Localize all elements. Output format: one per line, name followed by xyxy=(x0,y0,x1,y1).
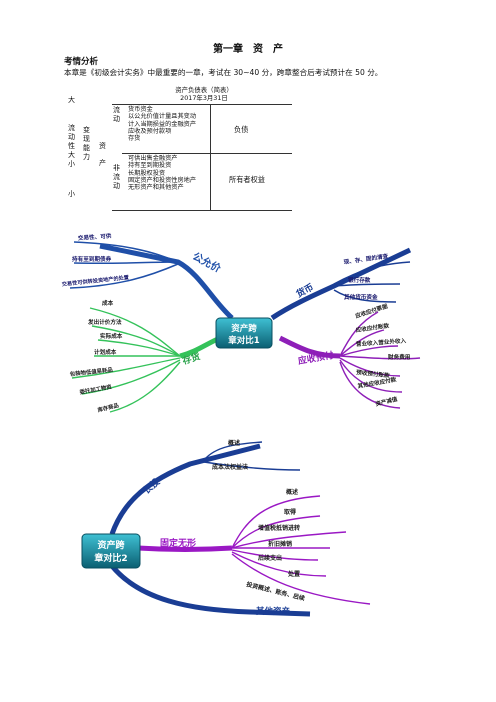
liability-divider xyxy=(210,153,292,154)
inventory-item-7: 库存商品 xyxy=(97,401,120,414)
fixed-line-7 xyxy=(231,553,371,605)
fixed-item-1: 概述 xyxy=(286,488,298,496)
inventory-line-2 xyxy=(91,325,181,357)
receivables-line-2 xyxy=(339,329,385,357)
fixed-item-7: 投资概述、账务、后续 xyxy=(246,580,306,602)
noncurrent-label: 非 流 动 xyxy=(113,164,120,190)
inventory-item-6: 委托加工物资 xyxy=(79,382,113,396)
fixed-label: 固定无形 xyxy=(160,537,196,549)
monetary-line-2 xyxy=(333,283,401,287)
monetary-branch xyxy=(270,247,412,321)
current-label: 流 动 xyxy=(113,106,120,123)
receivable-item-4: 财务费用 xyxy=(388,353,411,361)
table-top-line xyxy=(112,104,292,105)
chapter-title: 第一章 资 产 xyxy=(213,44,283,55)
mindmap-1: 公允价 交易性、可供 持有至到期债券 交易性可供转投资地产的处置 货币 现、存、… xyxy=(61,232,421,414)
center-node-1 xyxy=(215,317,273,349)
center-1-line2: 章对比1 xyxy=(228,335,260,346)
balance-sheet-title-line1: 资产负债表（简表） xyxy=(175,86,233,94)
fair-value-branch xyxy=(99,243,234,320)
fair-value-line-3 xyxy=(69,263,179,289)
inventory-item-3: 实际成本 xyxy=(100,332,123,340)
center-node-2 xyxy=(81,533,141,569)
fixed-line-6 xyxy=(231,551,327,577)
section-title: 考情分析 xyxy=(64,57,99,67)
fair-value-item-1: 交易性、可供 xyxy=(78,232,112,242)
fixed-item-3: 增值税抵销进转 xyxy=(258,524,300,532)
fixed-branch xyxy=(137,545,233,552)
center-1-line1: 资产跨 xyxy=(231,323,257,334)
noncurrent-assets-list: 可供出售金融资产 持有至到期投资 长期股权投资 固定资产和投资性房地产 无形资产… xyxy=(128,155,197,192)
fair-value-item-2: 持有至到期债券 xyxy=(72,255,112,263)
intro-text: 本章是《初级会计实务》中最重要的一章，考试在 30~40 分，跨章整合后考试预计… xyxy=(64,68,383,77)
receivables-line-1 xyxy=(339,311,379,357)
table-bottom-line xyxy=(112,210,292,211)
receivables-line-6 xyxy=(339,359,403,393)
inventory-branch xyxy=(179,335,222,359)
fixed-item-4: 折旧摊销 xyxy=(268,540,292,548)
liabilities-label: 负债 xyxy=(234,125,249,134)
fixed-item-2: 取得 xyxy=(284,508,296,516)
long-term-item-1: 概述 xyxy=(228,439,240,447)
monetary-line-3 xyxy=(333,289,397,303)
receivables-line-4 xyxy=(339,355,421,360)
other-branch xyxy=(110,564,311,617)
mindmap-2: 长投 概述 成本法权益法 固定无形 概述 取得 增值税抵销进转 折旧摊销 后续支… xyxy=(81,439,371,617)
inventory-line-6 xyxy=(81,359,181,395)
balance-sheet-date: 2017年3月31日 xyxy=(180,94,228,102)
fixed-line-1 xyxy=(231,495,321,549)
receivables-line-5 xyxy=(339,357,401,377)
receivable-item-3: 营业收入营业外收入 xyxy=(356,336,407,348)
inventory-line-3 xyxy=(97,339,181,357)
receivable-item-2: 应收应付账款 xyxy=(355,321,390,334)
receivables-line-7 xyxy=(339,361,401,409)
other-label: 其他资产 xyxy=(256,606,291,617)
table-mid-line xyxy=(210,104,211,210)
receivable-item-1: 应收应付票据 xyxy=(354,302,389,320)
fair-value-line-1 xyxy=(73,241,179,263)
inventory-line-7 xyxy=(109,361,181,413)
receivables-line-3 xyxy=(339,345,399,357)
center-2-line2: 章对比2 xyxy=(94,552,127,564)
fixed-line-2 xyxy=(231,515,321,549)
fair-value-line-2 xyxy=(73,261,179,265)
asset-label: 资 产 xyxy=(99,142,106,167)
inventory-item-5: 包装物低值易耗品 xyxy=(69,365,113,378)
monetary-item-3: 其他货币资金 xyxy=(344,293,378,301)
inventory-item-1: 成本 xyxy=(102,299,114,307)
monetary-item-2: 银行存款 xyxy=(348,276,371,284)
fixed-line-3 xyxy=(231,531,347,549)
fair-value-label: 公允价 xyxy=(191,249,224,275)
long-term-line-1 xyxy=(203,441,263,461)
balance-sheet-title: 资产负债表（简表） 2017年3月31日 xyxy=(174,86,234,102)
inventory-item-4: 计划成本 xyxy=(94,348,117,356)
inventory-item-2: 发出计价方法 xyxy=(87,318,122,326)
monetary-line-1 xyxy=(333,261,411,285)
center-2-line1: 资产跨 xyxy=(97,539,125,551)
inventory-line-5 xyxy=(71,357,181,379)
big-label: 大 xyxy=(68,96,75,104)
current-assets-list: 货币资金 以公允价值计量且其变动 计入当期损益的金融资产 应收及预付款项 存货 xyxy=(128,106,197,143)
equity-label: 所有者权益 xyxy=(229,175,265,184)
fixed-line-5 xyxy=(231,549,319,561)
long-term-item-2: 成本法权益法 xyxy=(212,463,248,471)
order-label: 变 现 能 力 xyxy=(83,126,90,161)
fixed-item-6: 处置 xyxy=(287,570,300,578)
long-term-line-2 xyxy=(203,461,301,471)
receivable-item-5: 预收预付账款 xyxy=(356,368,391,380)
fixed-item-5: 后续支出 xyxy=(258,554,282,562)
inventory-line-1 xyxy=(89,307,181,357)
liquidity-label: 流 动 性 大 小 xyxy=(68,124,75,168)
long-term-branch xyxy=(109,443,261,535)
small-label: 小 xyxy=(68,190,75,198)
current-divider xyxy=(122,153,210,154)
receivables-branch xyxy=(278,335,341,359)
